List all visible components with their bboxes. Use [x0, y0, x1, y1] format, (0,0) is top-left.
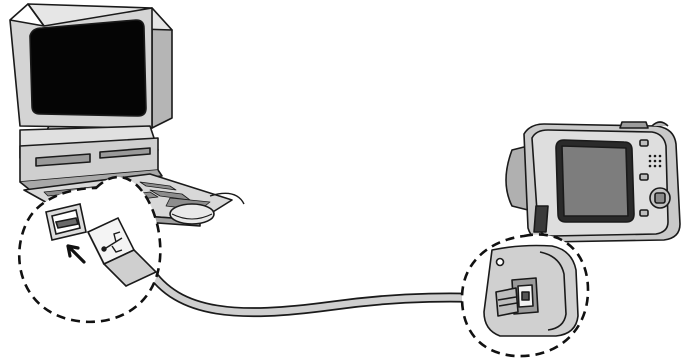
mouse — [170, 204, 214, 224]
camera-port-callout — [462, 234, 588, 356]
camera-plug — [496, 288, 518, 316]
digital-camera — [506, 122, 680, 242]
monitor-screen — [30, 20, 146, 116]
